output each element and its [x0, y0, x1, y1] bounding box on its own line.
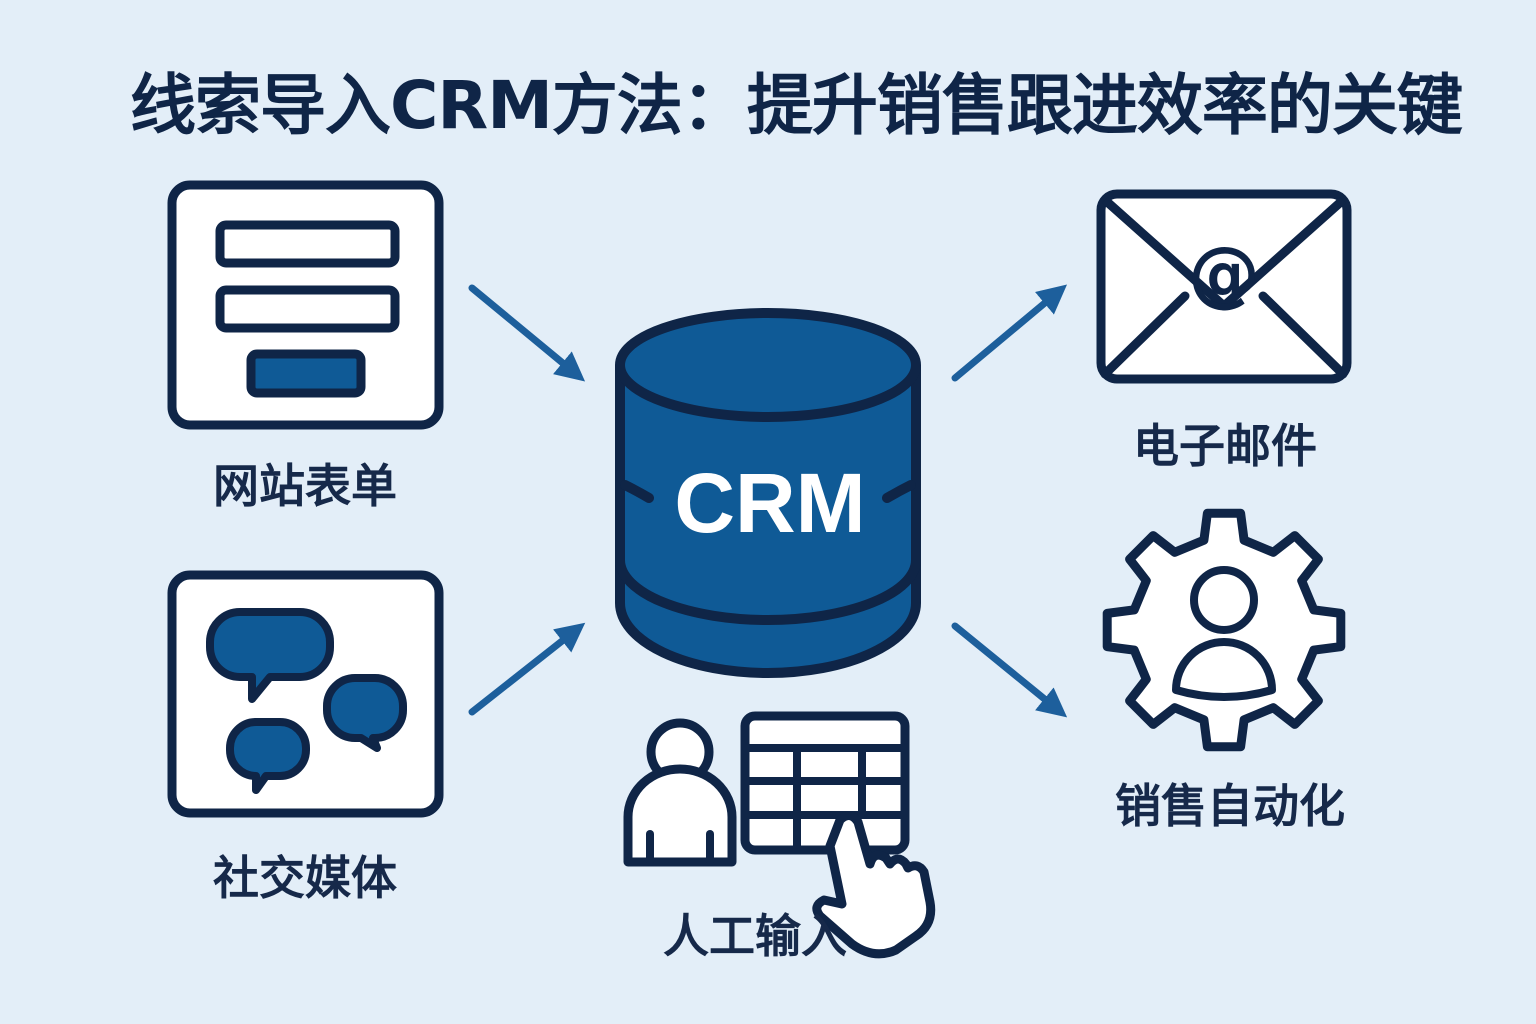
chat-bubbles-icon — [167, 570, 444, 818]
arrow-web-form-to-crm — [468, 284, 586, 382]
arrow-crm-to-email — [951, 284, 1068, 382]
sales-automation-label: 销售自动化 — [1115, 779, 1345, 833]
database-icon: CRM — [615, 308, 921, 678]
web-form-label: 网站表单 — [213, 459, 397, 513]
svg-text:@: @ — [1188, 231, 1260, 315]
form-icon — [167, 180, 444, 430]
person-table-pointer-icon — [623, 711, 936, 959]
manual-input-label: 人工输入 — [663, 909, 847, 963]
social-media-label: 社交媒体 — [213, 851, 397, 905]
arrow-social-to-crm — [468, 622, 586, 716]
arrow-crm-to-automation — [951, 622, 1068, 718]
crm-label: CRM — [674, 456, 865, 550]
page-title: 线索导入CRM方法：提升销售跟进效率的关键 — [130, 67, 1463, 144]
email-label: 电子邮件 — [1133, 419, 1317, 473]
envelope-at-icon: @ — [1096, 189, 1352, 384]
gear-person-icon — [1102, 508, 1346, 752]
